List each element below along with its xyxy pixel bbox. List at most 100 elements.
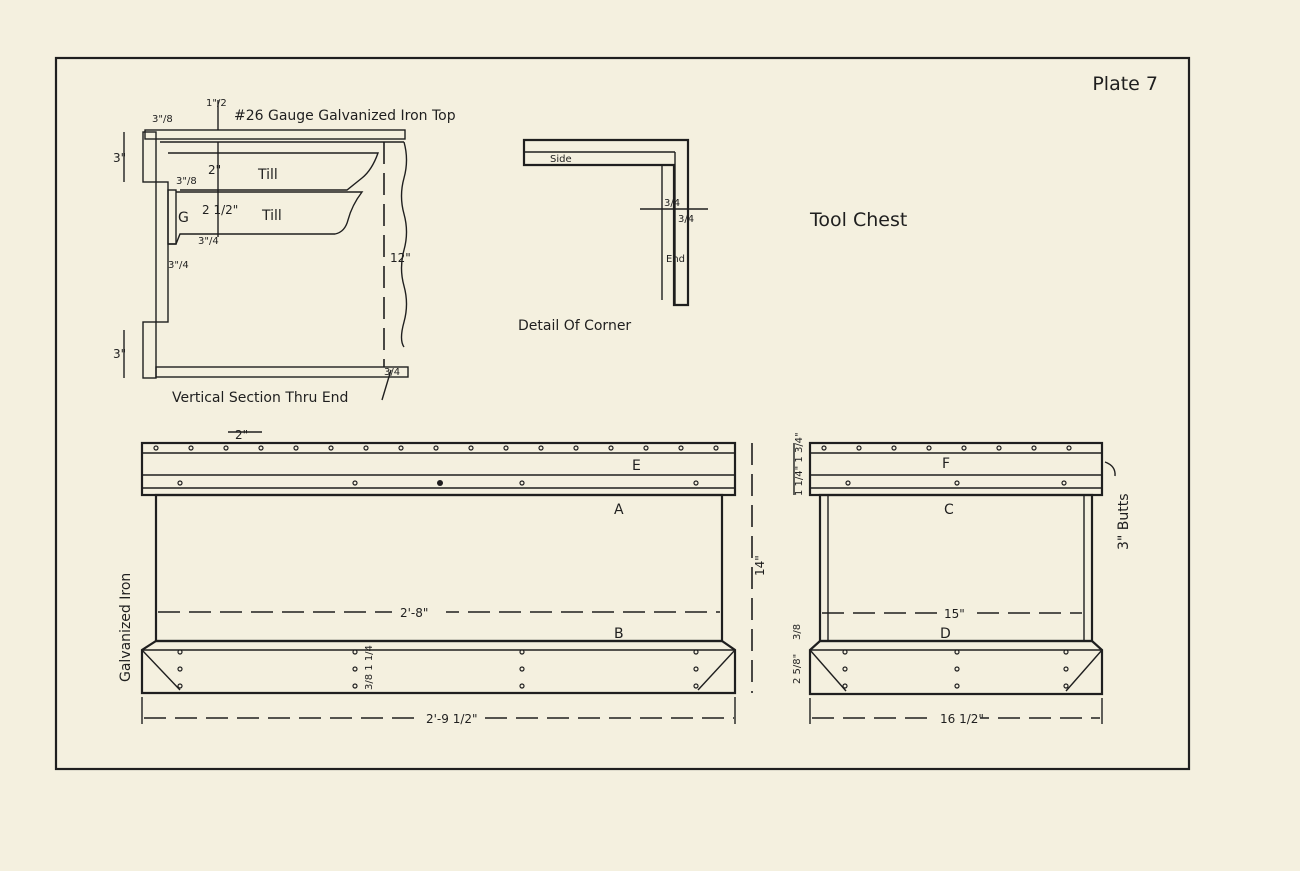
end-top-band-label: F [942,456,950,472]
corner-caption: Detail Of Corner [518,318,631,334]
screw-hole [954,683,960,689]
dim-ledge-thick: 3"/4 [198,236,219,247]
screw-hole [678,445,684,451]
end-base-dims: 2 5/8" [792,654,803,684]
screw-hole [1061,480,1067,486]
till-ledge [167,189,177,245]
end-hinge-leader [1104,461,1116,477]
screw-hole [608,445,614,451]
screw-hole [1063,649,1069,655]
vertical-section: Till Till G 3" 3" 3"/8 1"/2 #26 Gauge Ga… [113,98,456,406]
screw-hole [891,445,897,451]
front-top-band [140,441,737,497]
screw-hole [1063,683,1069,689]
screw-hole [177,666,183,672]
screw-hole [713,445,719,451]
screw-hole [223,445,229,451]
dim-bottom-band: 3" [113,347,126,361]
screw-hole [573,445,579,451]
screw-hole [352,666,358,672]
dim-ledge-small: 3"/8 [176,176,197,187]
till-upper-label: Till [257,167,278,183]
screw-hole [1031,445,1037,451]
plate-border [54,56,1191,771]
screw-hole [188,445,194,451]
screw-hole [328,445,334,451]
corner-outline [522,138,690,307]
screw-hole [842,649,848,655]
front-height: 14" [753,555,767,576]
corner-dim-a: 3/4 [664,198,680,209]
till-upper-outline [168,152,379,191]
end-top-band [808,441,1104,497]
screw-hole [177,480,183,486]
screw-hole [468,445,474,451]
screw-hole [1066,445,1072,451]
section-top-board [144,129,406,140]
dim-till-upper: 2" [208,163,221,177]
screw-hole [842,683,848,689]
screw-hole [926,445,932,451]
end-outer-width: 16 1/2" [940,712,984,726]
front-outer-width: 2'-9 1/2" [426,712,478,726]
end-bottom-miter-right [1065,649,1103,692]
screw-hole [519,683,525,689]
corner-detail: Side End 3/4 3/4 Detail Of Corner [518,138,708,334]
end-bottom-miter-left [809,649,847,692]
screw-hole [519,666,525,672]
screw-hole [996,445,1002,451]
section-caption: Vertical Section Thru End [172,390,348,406]
screw-hole [352,649,358,655]
end-outer-width-bg [936,709,980,727]
front-bottom-miter-left [141,649,181,691]
dim-height: 12" [390,251,411,265]
screw-hole [643,445,649,451]
screw-hole [177,649,183,655]
front-top-band-label: E [632,458,641,474]
screw-hole [954,480,960,486]
front-inner-width: 2'-8" [400,606,428,620]
end-inner-width: 15" [944,607,965,621]
screw-hole [693,480,699,486]
screw-hole [538,445,544,451]
corner-dim-b: 3/4 [678,214,694,225]
section-end-wall [155,181,169,323]
screw-hole [693,683,699,689]
end-screw-row [821,445,1072,689]
front-outer-width-bg [418,709,480,727]
front-panel-label: A [614,502,624,518]
screw-hole [258,445,264,451]
end-view: F C D 15" 16 1/2" 3" Butts 1 1/4" 1 3/4"… [792,432,1132,727]
section-top-band [142,131,157,183]
screw-hole [503,445,509,451]
screw-hole [352,683,358,689]
screw-hole [177,683,183,689]
end-inner-width-bg [940,605,972,621]
front-inner-width-bg [392,604,446,620]
screw-hole [519,480,525,486]
dim-ledge-low: 3"/4 [168,260,189,271]
dim-bottom-thick: 3/4 [384,367,400,378]
screw-hole [693,649,699,655]
screw-hole [398,445,404,451]
front-screw-row [153,445,719,689]
front-bottom-band-label: B [614,626,624,642]
section-bottom-band [142,321,157,379]
screw-hole [363,445,369,451]
front-base-dims: 3/8 1 1/4 [364,645,375,690]
screw-hole [433,445,439,451]
part-g-label: G [178,210,189,226]
front-bottom-band [140,639,737,695]
end-panel-label: C [944,502,954,518]
screw-hole [1063,666,1069,672]
screw-hole [293,445,299,451]
end-bottom-band-label: D [940,626,951,642]
dim-till-lower: 2 1/2" [202,203,238,217]
front-lock-hole [437,480,443,486]
screw-hole [845,480,851,486]
screw-hole [842,666,848,672]
screw-hole [961,445,967,451]
section-top-note: #26 Gauge Galvanized Iron Top [234,108,456,124]
screw-hole [519,649,525,655]
